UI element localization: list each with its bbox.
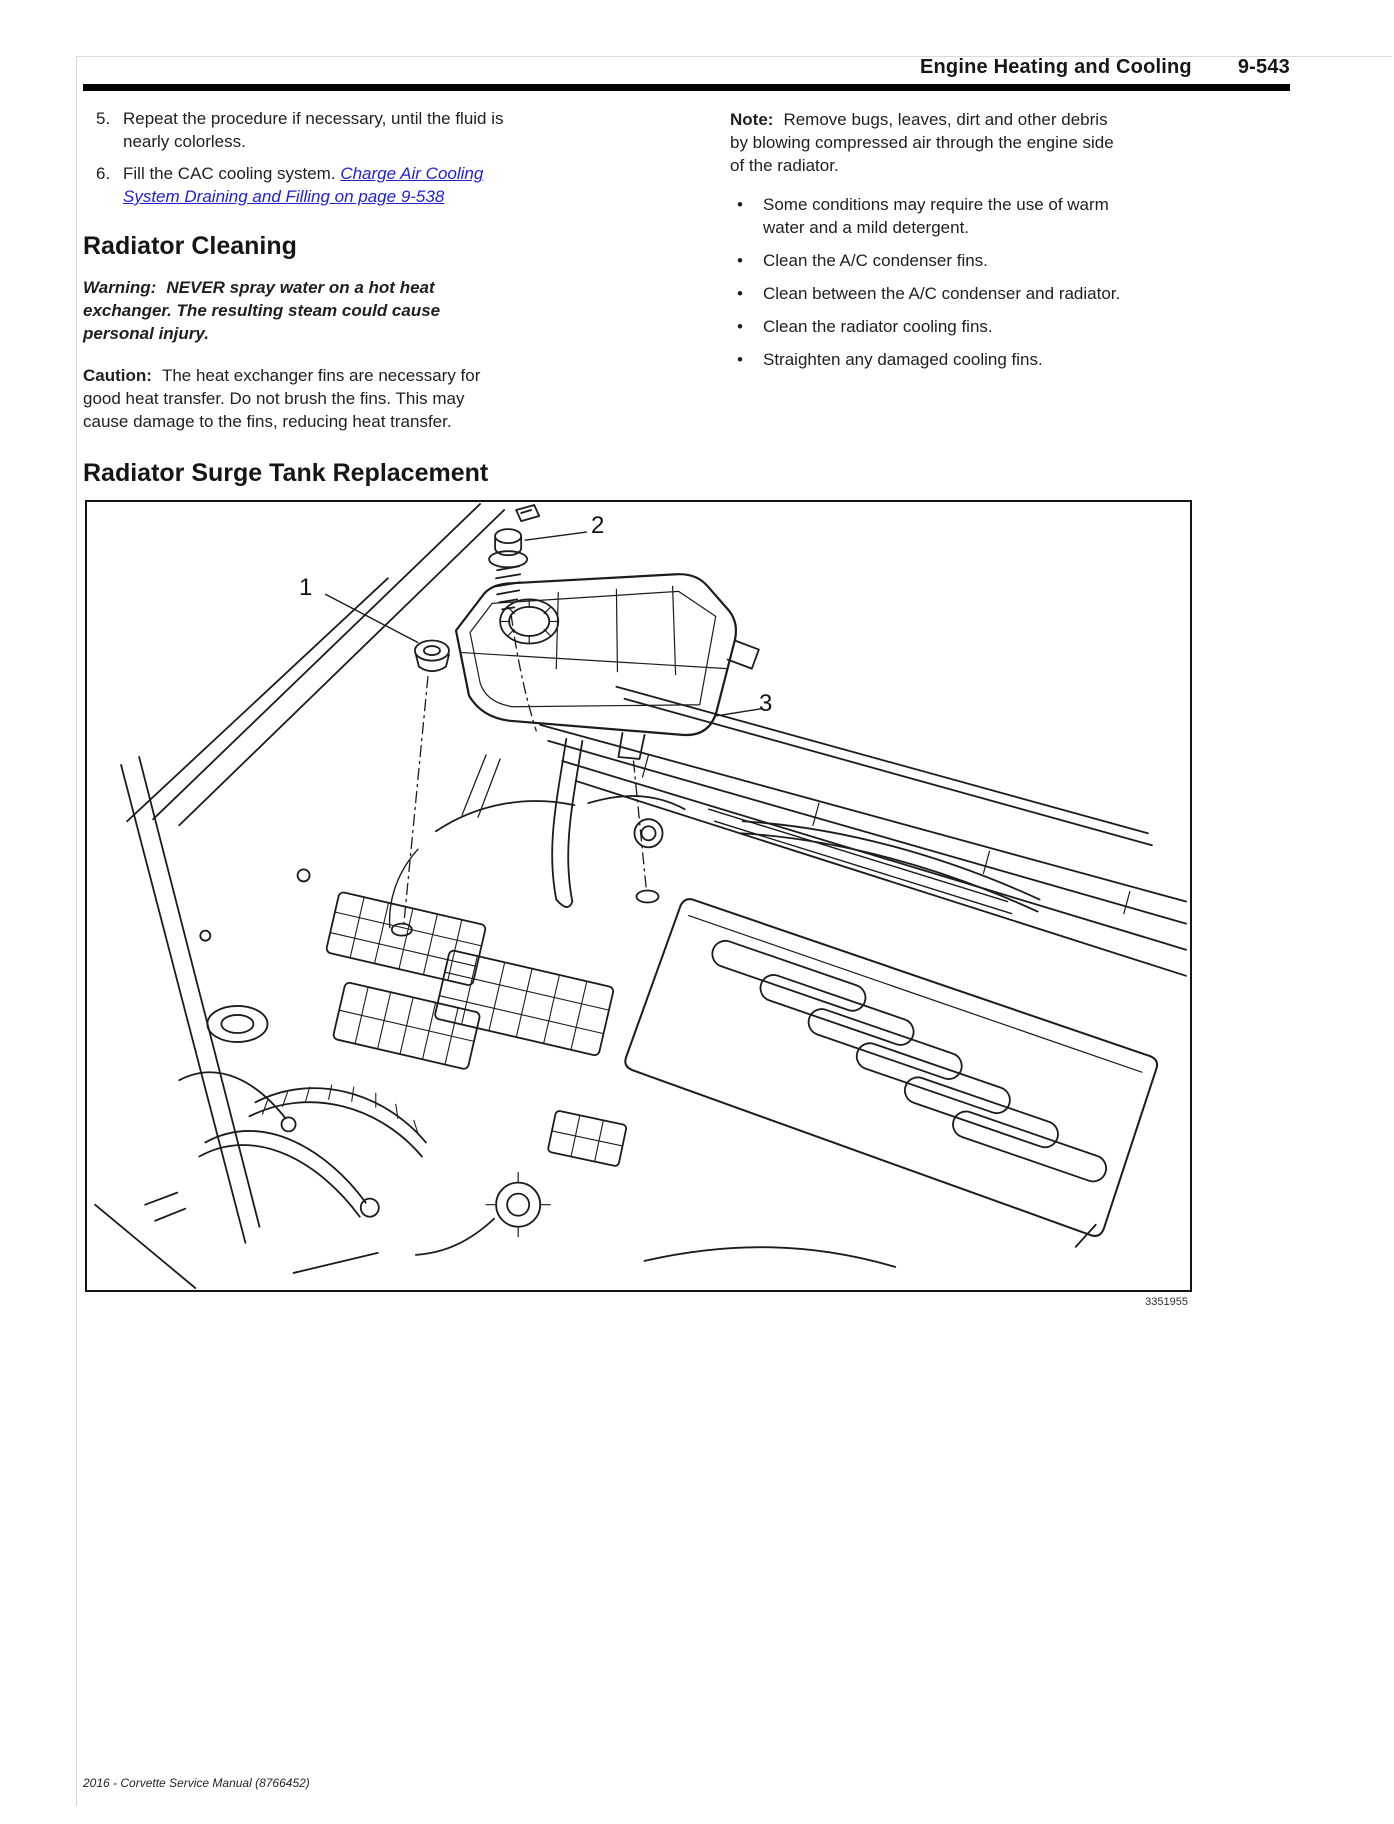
procedure-steps: 5. Repeat the procedure if necessary, un…	[83, 107, 599, 208]
callout-2: 2	[591, 512, 605, 539]
list-item: Clean the A/C condenser fins.	[730, 249, 1188, 272]
callout-3: 3	[759, 690, 773, 717]
list-item: Straighten any damaged cooling fins.	[730, 348, 1188, 371]
page-edge-guide-vertical	[76, 56, 77, 1806]
figure-radiator-surge-tank: 1 2 3	[85, 500, 1192, 1292]
engine-bay-line-art	[94, 503, 1187, 1289]
warning-text: NEVER spray water on a hot heat exchange…	[83, 278, 441, 343]
step-number: 6.	[96, 164, 111, 183]
section-heading-surge-tank-replacement: Radiator Surge Tank Replacement	[83, 459, 489, 487]
header-page-number: 9-543	[1237, 56, 1290, 78]
warning-label: Warning:	[83, 278, 157, 297]
figure-number: 3351955	[1145, 1296, 1188, 1308]
note-text: Remove bugs, leaves, dirt and other debr…	[730, 110, 1114, 175]
note-paragraph: Note:Remove bugs, leaves, dirt and other…	[730, 108, 1188, 177]
callout-1: 1	[299, 574, 313, 601]
section-heading-radiator-cleaning: Radiator Cleaning	[83, 232, 297, 260]
page-edge-guide-horizontal	[76, 56, 1392, 57]
header-rule	[83, 84, 1290, 91]
warning-paragraph: Warning:NEVER spray water on a hot heat …	[83, 276, 599, 345]
page-header: Engine Heating and Cooling 9-543	[83, 56, 1290, 79]
cross-reference-link[interactable]: Charge Air Cooling System Draining and F…	[123, 164, 484, 206]
step-6: 6. Fill the CAC cooling system. Charge A…	[83, 162, 599, 208]
step-5: 5. Repeat the procedure if necessary, un…	[83, 107, 599, 153]
page-footer: 2016 - Corvette Service Manual (8766452)	[83, 1776, 310, 1790]
cleaning-bullet-list: Some conditions may require the use of w…	[730, 193, 1188, 371]
header-title: Engine Heating and Cooling	[919, 56, 1192, 78]
note-label: Note:	[730, 110, 774, 129]
list-item: Some conditions may require the use of w…	[730, 193, 1188, 239]
caution-paragraph: Caution:The heat exchanger fins are nece…	[83, 364, 599, 433]
step-text: Repeat the procedure if necessary, until…	[123, 109, 504, 151]
step-number: 5.	[96, 109, 111, 128]
step-text: Fill the CAC cooling system.	[123, 164, 336, 183]
caution-text: The heat exchanger fins are necessary fo…	[83, 366, 481, 431]
list-item: Clean the radiator cooling fins.	[730, 315, 1188, 338]
list-item: Clean between the A/C condenser and radi…	[730, 282, 1188, 305]
right-column: Note:Remove bugs, leaves, dirt and other…	[730, 104, 1188, 381]
caution-label: Caution:	[83, 366, 152, 385]
left-column: 5. Repeat the procedure if necessary, un…	[83, 104, 599, 487]
